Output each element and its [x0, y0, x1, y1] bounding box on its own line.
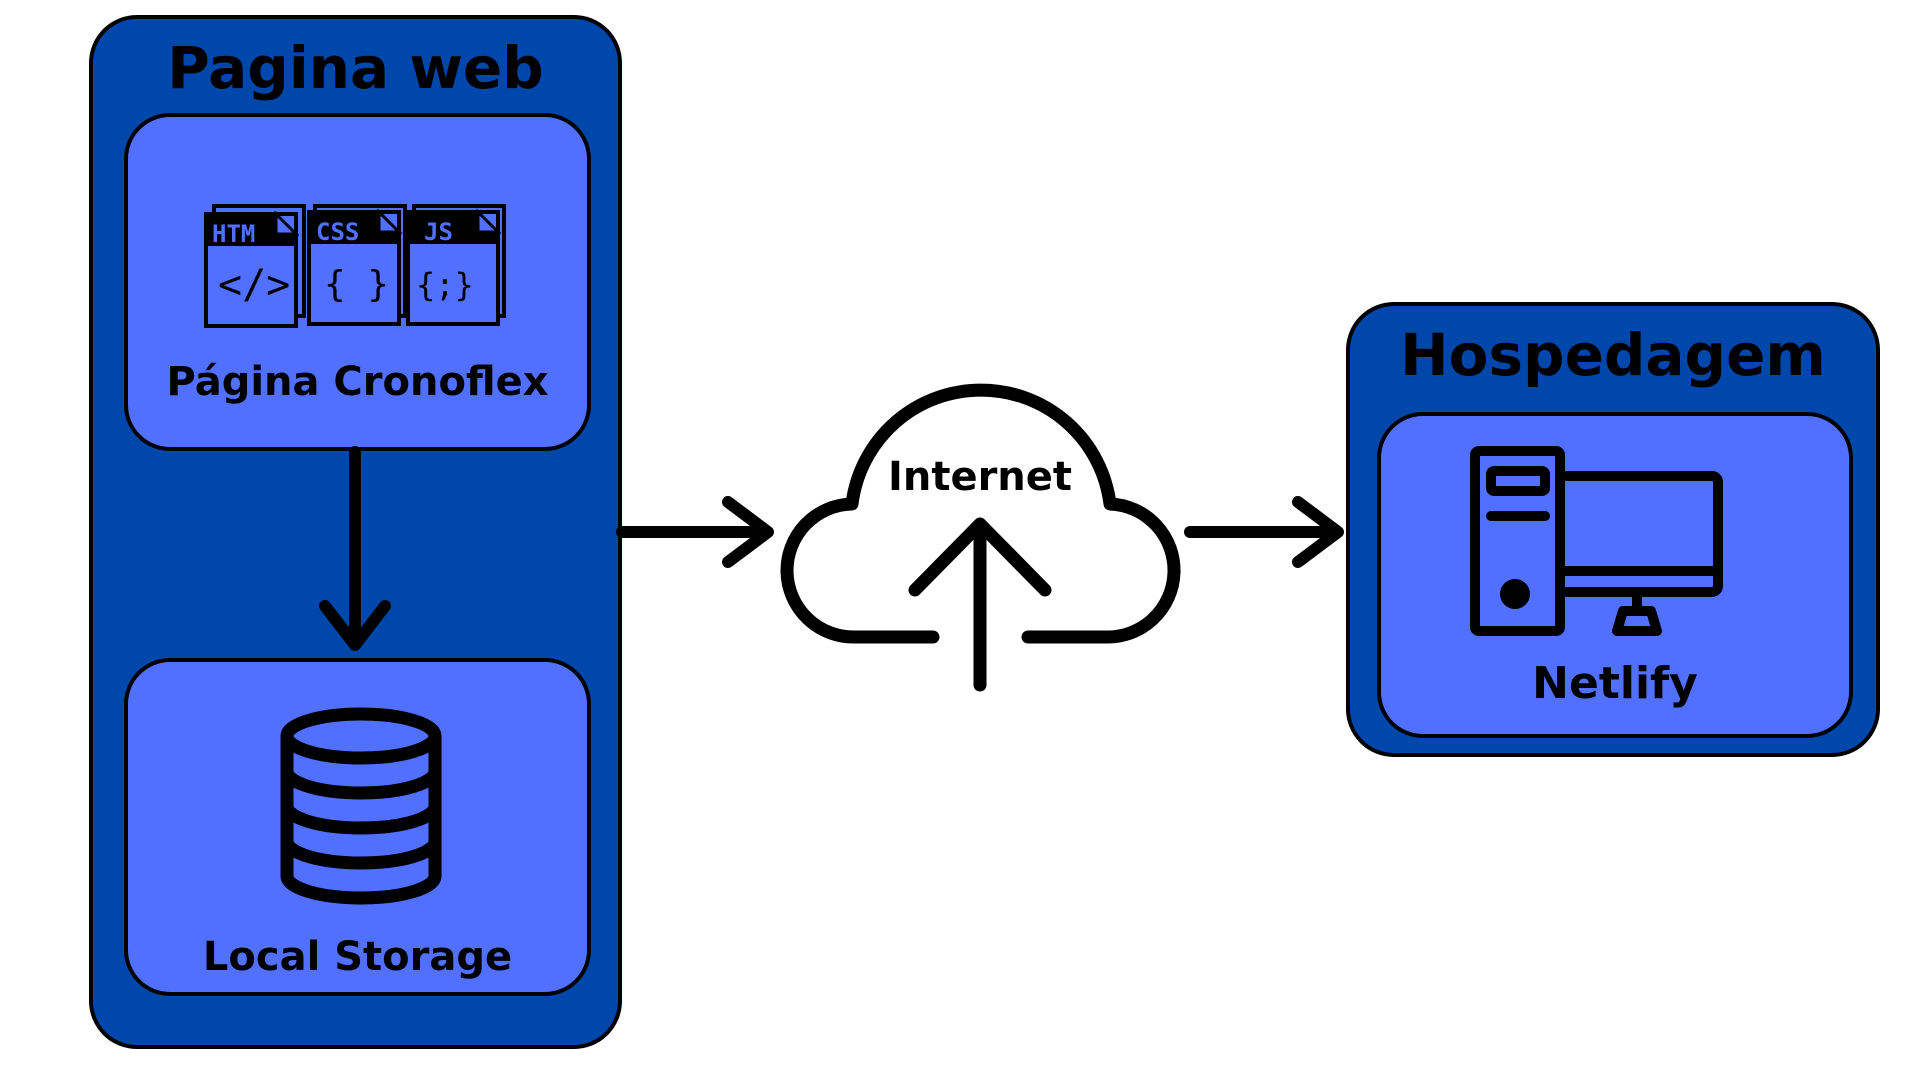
cloud-upload-icon: [780, 383, 1181, 692]
database-icon: [280, 707, 442, 905]
js-file-icon: JS {;}: [406, 204, 506, 326]
hospedagem-title: Hospedagem: [1400, 321, 1826, 389]
html-file-symbol: </>: [218, 262, 290, 308]
pagina-web-title: Pagina web: [167, 34, 544, 102]
html-file-icon: HTM </>: [204, 204, 306, 328]
server-computer-icon: [1470, 446, 1723, 636]
arrow-web-to-internet: [616, 496, 774, 568]
pagina-cronoflex-label: Página Cronoflex: [166, 359, 549, 405]
internet-label: Internet: [888, 454, 1072, 500]
html-file-label: HTM: [212, 220, 255, 248]
hospedagem-container: Hospedagem Netlify: [1346, 302, 1880, 757]
css-file-label: CSS: [316, 218, 359, 246]
arrow-internet-to-hosting: [1184, 496, 1344, 568]
local-storage-label: Local Storage: [202, 934, 513, 980]
js-file-label: JS: [424, 218, 453, 246]
css-file-symbol: { }: [324, 264, 389, 305]
netlify-box: Netlify: [1377, 412, 1853, 738]
code-files-icon: HTM </> CSS { } JS: [204, 204, 506, 328]
netlify-label: Netlify: [1532, 658, 1698, 709]
js-file-symbol: {;}: [416, 266, 474, 304]
css-file-icon: CSS { }: [307, 204, 407, 326]
arrow-page-to-storage: [319, 446, 391, 651]
local-storage-box: Local Storage: [124, 658, 591, 996]
